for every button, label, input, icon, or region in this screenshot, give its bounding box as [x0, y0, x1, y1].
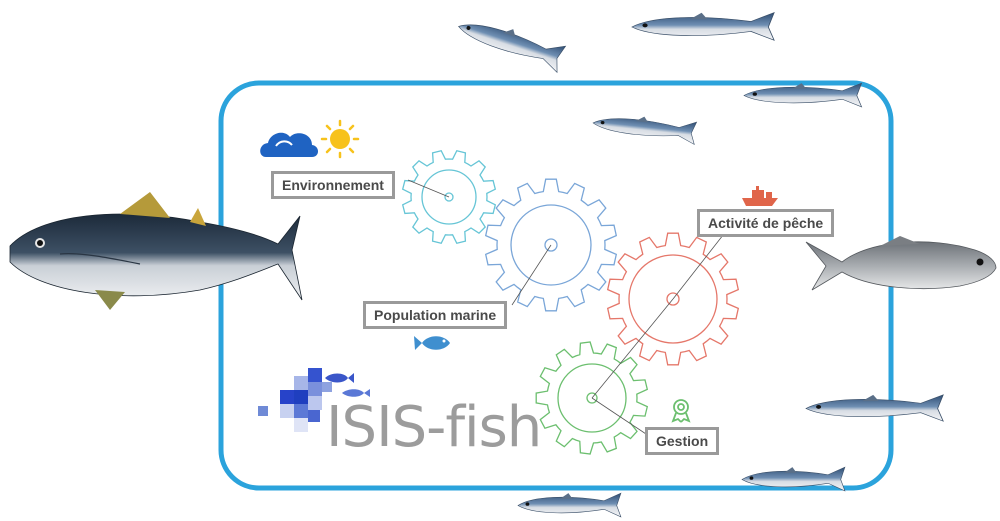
gear-management	[535, 341, 649, 455]
gMgmt-teeth	[535, 341, 649, 455]
cloud-icon	[260, 132, 318, 157]
brand-logo-text: ISIS-fish	[326, 395, 542, 460]
label-fishing-activity: Activité de pêche	[697, 209, 835, 237]
sun-icon	[320, 119, 360, 159]
award-icon	[671, 399, 691, 423]
gFish-teeth	[606, 232, 740, 366]
seabass-image	[805, 236, 997, 291]
gear-population	[484, 178, 618, 312]
boat-icon	[742, 186, 778, 206]
gear-environment	[401, 149, 497, 245]
gEnv-teeth	[401, 149, 497, 245]
label-environment: Environnement	[271, 171, 395, 199]
label-management: Gestion	[645, 427, 720, 455]
connector-lines	[407, 179, 728, 439]
logo-mark	[258, 368, 370, 432]
tuna-image	[9, 192, 303, 310]
gPop-teeth	[484, 178, 618, 312]
diagram-frame	[218, 80, 894, 491]
label-population-marine: Population marine	[363, 301, 508, 329]
fish-icon	[414, 336, 450, 350]
gear-fishing	[606, 232, 740, 366]
